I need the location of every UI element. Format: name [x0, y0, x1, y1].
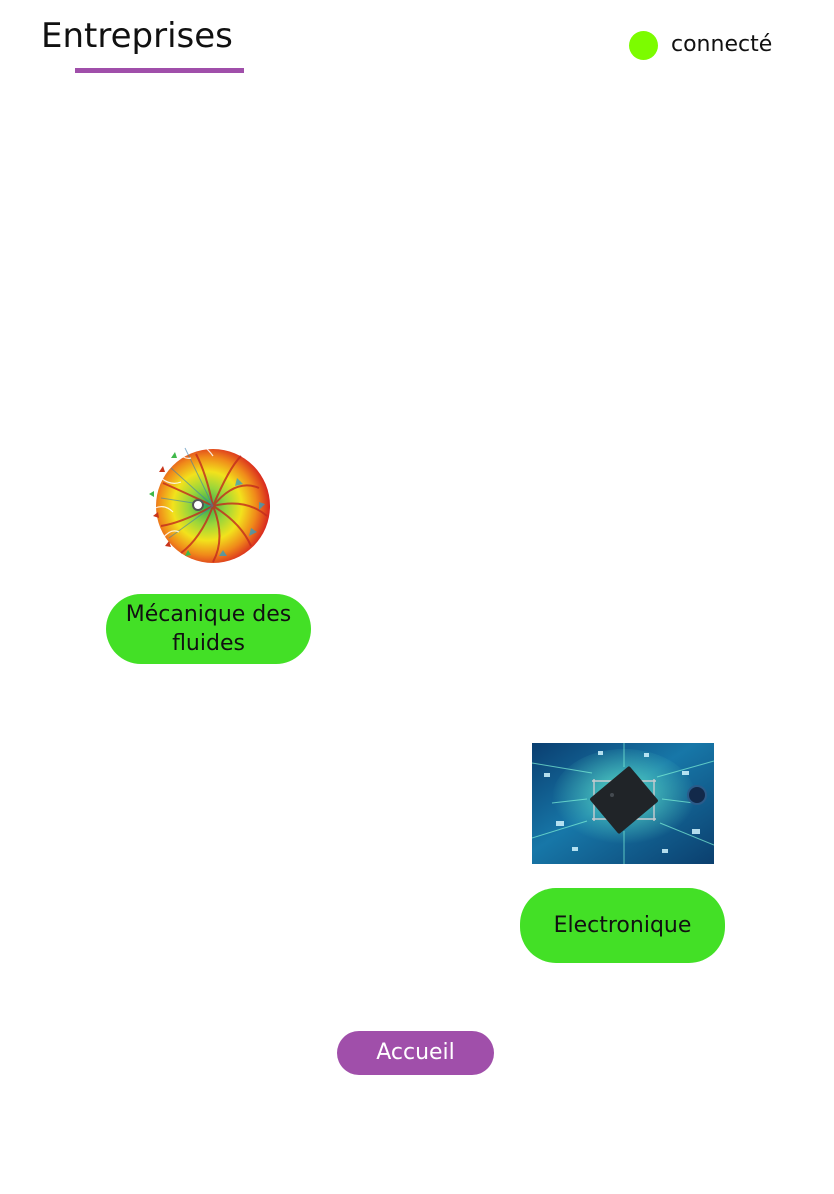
- category-button-electronics[interactable]: Electronique: [520, 888, 725, 963]
- home-button[interactable]: Accueil: [337, 1031, 494, 1075]
- turbine-simulation-image[interactable]: [141, 438, 275, 572]
- category-button-fluid-mechanics[interactable]: Mécanique des fluides: [106, 594, 311, 664]
- page-title: Entreprises: [41, 16, 233, 56]
- connection-status: connecté: [629, 30, 772, 60]
- circuit-board-image[interactable]: [532, 743, 714, 864]
- status-indicator-icon: [629, 30, 658, 60]
- turbine-simulation-graphic: [149, 443, 270, 563]
- status-label: connecté: [671, 32, 773, 57]
- circuit-board-graphic: [532, 743, 714, 864]
- title-underline: [75, 68, 244, 73]
